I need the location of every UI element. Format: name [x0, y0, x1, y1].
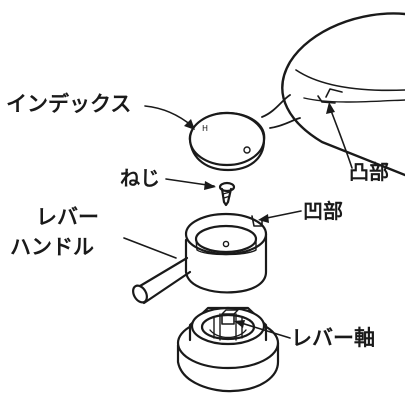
screw-drawing — [218, 181, 236, 207]
leader-handle — [123, 237, 177, 259]
screw-label: ねじ — [120, 166, 160, 190]
index-label: インデックス — [6, 92, 132, 116]
lever-handle-drawing — [132, 212, 268, 305]
arrow-index — [184, 119, 195, 130]
leader-index — [144, 105, 193, 127]
arrow-boss — [326, 102, 335, 114]
lever-handle-label-line2: ハンドル — [10, 235, 94, 259]
arrow-shaft — [234, 320, 245, 328]
leader-shaft — [237, 321, 291, 339]
lever-handle-label-line1: レバー — [36, 205, 99, 229]
boss-label: 凸部 — [349, 160, 389, 184]
arrow-recess — [258, 214, 269, 223]
lever-shaft-label: レバー軸 — [291, 326, 375, 350]
svg-text:H: H — [202, 124, 208, 133]
index-cap-drawing: H — [188, 111, 266, 172]
leader-boss — [329, 107, 353, 169]
magnifier-callout — [261, 94, 301, 129]
arrow-screw — [204, 181, 216, 190]
arrow-heads — [184, 102, 335, 328]
leader-recess — [261, 210, 302, 220]
recess-label: 凹部 — [303, 199, 343, 223]
base-drawing — [176, 306, 280, 393]
boss-detail-magnifier — [281, 12, 405, 177]
